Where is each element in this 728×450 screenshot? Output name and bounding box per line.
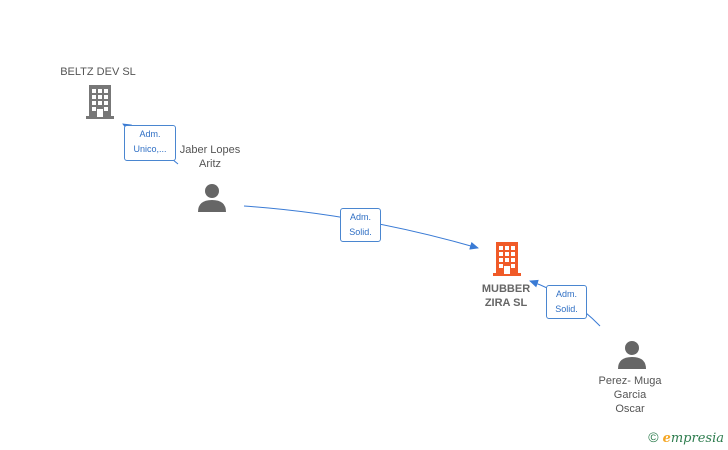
building-icon-highlight[interactable] <box>491 241 523 277</box>
edge-label-line2: Solid. <box>555 304 578 314</box>
brand-logo-e: e <box>662 431 671 446</box>
jaber-label-line2: Aritz <box>199 158 221 170</box>
edge-label-line2: Unico,... <box>133 144 167 154</box>
jaber-label-line1: Jaber Lopes <box>179 144 241 156</box>
perez-label: Perez- Muga Garcia Oscar <box>582 374 678 416</box>
jaber-label: Jaber Lopes Aritz <box>163 143 257 171</box>
mubber-label-line2: ZIRA SL <box>484 297 528 309</box>
edge-label-adm-solid-jaber[interactable]: Adm. Solid. <box>340 208 381 242</box>
copyright-symbol: © <box>648 429 659 445</box>
edge-label-line2: Solid. <box>349 227 372 237</box>
empresia-watermark: ©empresia <box>648 429 724 446</box>
edge-label-line1: Adm. <box>139 129 161 139</box>
person-icon[interactable] <box>617 340 647 370</box>
beltz-label: BELTZ DEV SL <box>60 66 136 78</box>
perez-label-line1: Perez- Muga <box>598 375 662 387</box>
perez-label-line2: Garcia <box>613 389 647 401</box>
brand-logo-text: mpresia <box>670 431 724 446</box>
person-icon[interactable] <box>197 183 227 213</box>
edge-label-adm-solid-perez[interactable]: Adm. Solid. <box>546 285 587 319</box>
mubber-label: MUBBER ZIRA SL <box>466 282 546 310</box>
building-icon[interactable] <box>84 84 116 120</box>
edge-label-line1: Adm. <box>349 212 371 222</box>
perez-label-line3: Oscar <box>615 403 645 415</box>
edge-label-line1: Adm. <box>555 289 577 299</box>
edge-label-adm-unico[interactable]: Adm. Unico,... <box>124 125 176 161</box>
mubber-label-line1: MUBBER <box>481 283 531 295</box>
